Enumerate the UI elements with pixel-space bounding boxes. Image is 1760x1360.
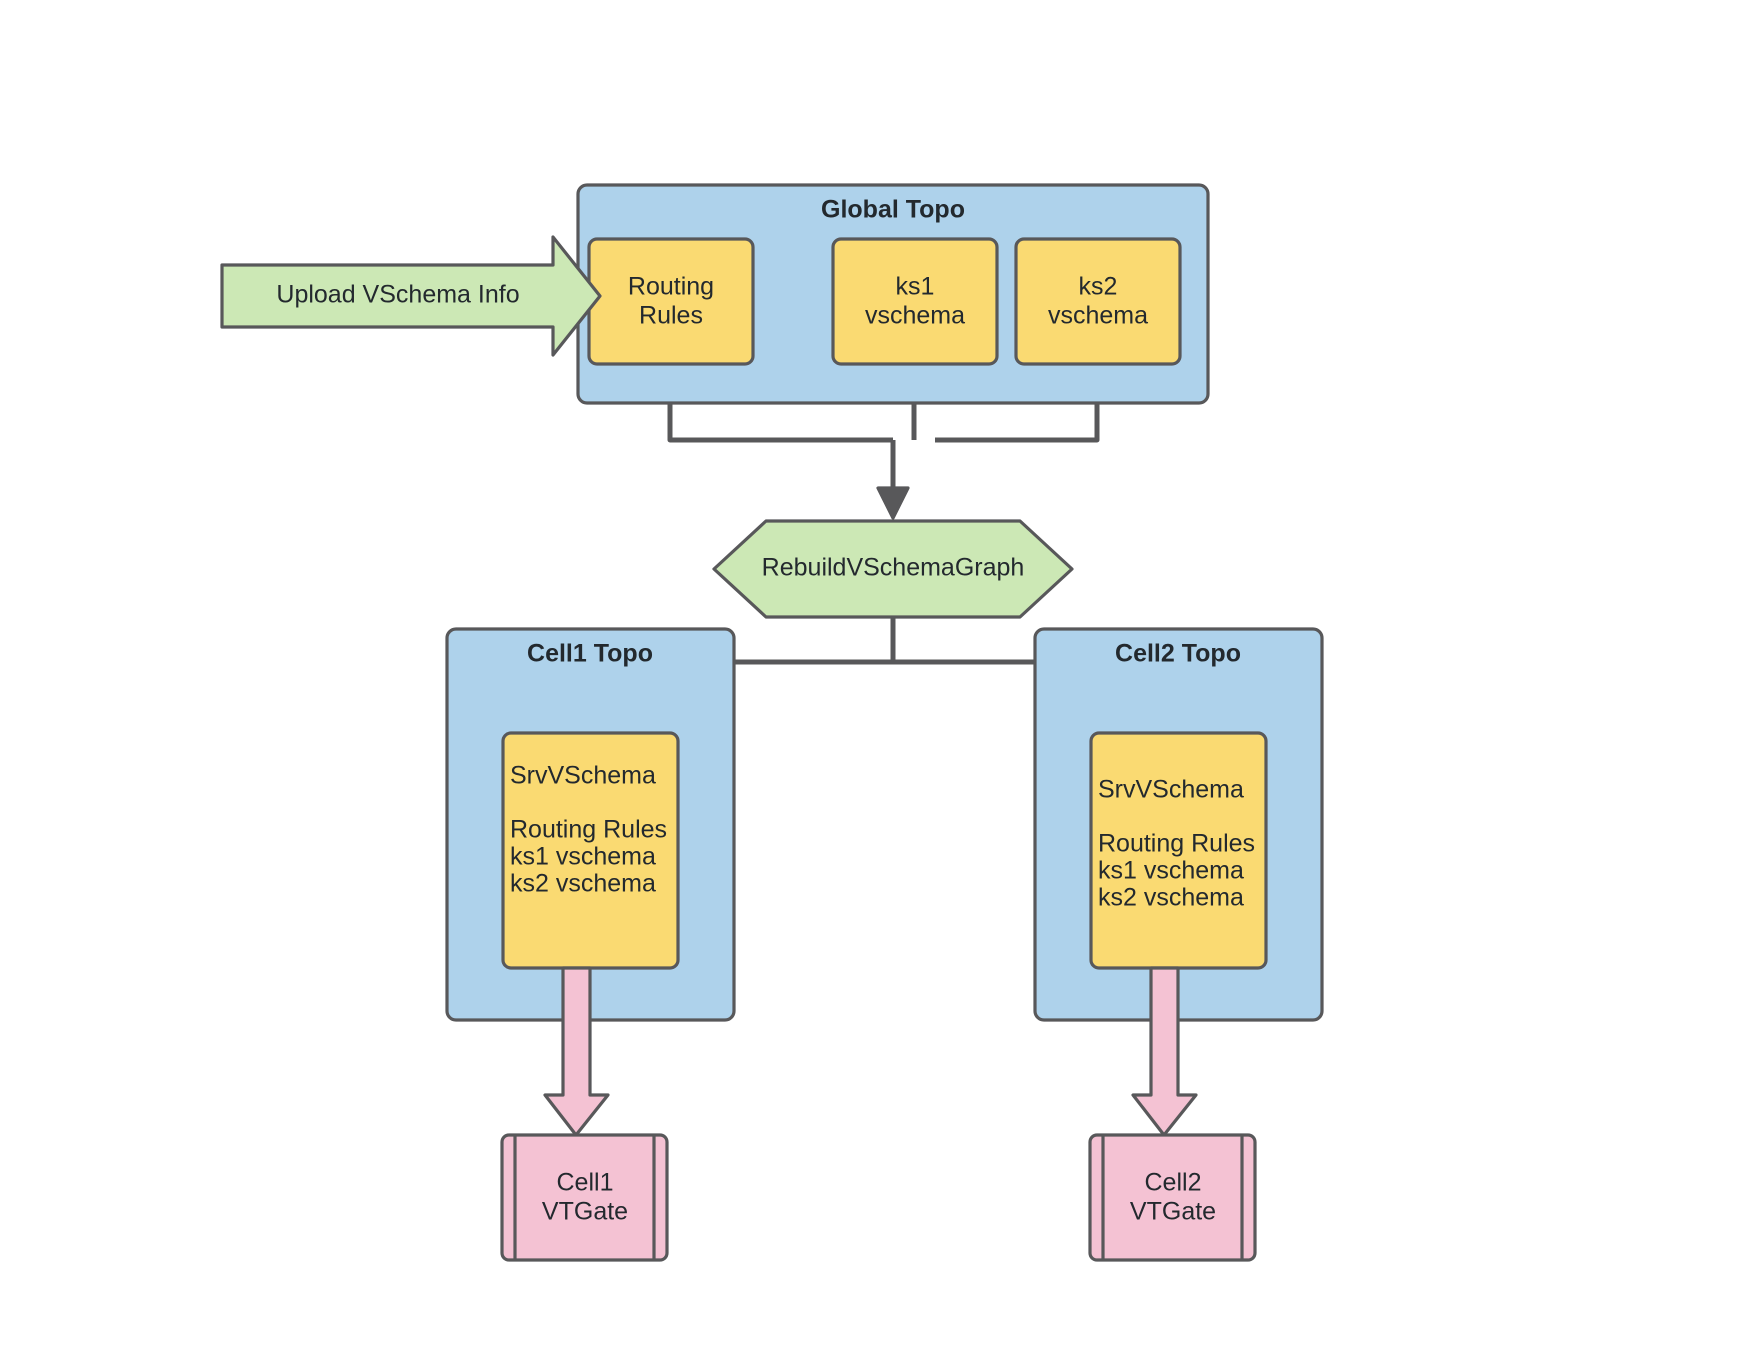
global-topo-title: Global Topo: [821, 196, 965, 224]
cell2-srvvschema-line-2: ks2 vschema: [1098, 884, 1244, 912]
ks2-vschema-line1: ks2: [1079, 273, 1118, 301]
ks2-vschema-rect[interactable]: [1014, 237, 1182, 366]
rebuild-vschema-graph-label: RebuildVSchemaGraph: [762, 554, 1025, 582]
cell1-vtgate-line2: VTGate: [542, 1198, 628, 1226]
cell1-srvvschema-heading: SrvVSchema: [510, 762, 656, 790]
cell2-vtgate-group[interactable]: Cell2 VTGate: [1088, 1133, 1257, 1262]
cell1-srvvschema-line-0: Routing Rules: [510, 816, 667, 844]
cell2-srvvschema-heading: SrvVSchema: [1098, 776, 1244, 804]
cell1-topo-group[interactable]: Cell1 Topo SrvVSchema Routing Rules ks1 …: [445, 627, 736, 1022]
cell2-topo-title: Cell2 Topo: [1115, 640, 1241, 668]
global-topo-group[interactable]: Global Topo Routing Rules ks1 vschema ks…: [576, 183, 1210, 405]
cell1-srvvschema-line-2: ks2 vschema: [510, 870, 656, 898]
cell1-topo-title: Cell1 Topo: [527, 640, 653, 668]
ks1-vschema-line1: ks1: [896, 273, 935, 301]
cell1-vtgate-group[interactable]: Cell1 VTGate: [500, 1133, 669, 1262]
routing-rules-line2: Rules: [639, 302, 703, 330]
cell2-vtgate-line1: Cell2: [1145, 1169, 1202, 1197]
routing-rules-line1: Routing: [628, 273, 714, 301]
cell2-vtgate-block-arrow: [1131, 966, 1198, 1137]
cell2-vtgate-line2: VTGate: [1130, 1198, 1216, 1226]
cell2-srvvschema-box[interactable]: SrvVSchema Routing Rules ks1 vschema ks2…: [1089, 731, 1268, 970]
cell1-vtgate-line1: Cell1: [557, 1169, 614, 1197]
rebuild-vschema-graph-hexagon[interactable]: [712, 519, 1074, 619]
global-box-ks1-vschema[interactable]: ks1 vschema: [831, 237, 999, 366]
ks2-vschema-line2: vschema: [1048, 302, 1148, 330]
upload-vschema-arrow-label: Upload VSchema Info: [276, 281, 519, 309]
cell1-srv-to-vtgate-arrow: [543, 966, 610, 1137]
ks1-vschema-line2: vschema: [865, 302, 965, 330]
cell1-vtgate-block-arrow: [543, 966, 610, 1137]
upload-vschema-arrow-shape[interactable]: [220, 235, 602, 357]
cell2-srvvschema-line-1: ks1 vschema: [1098, 857, 1244, 885]
cell1-srvvschema-box[interactable]: SrvVSchema Routing Rules ks1 vschema ks2…: [501, 731, 680, 970]
cell2-srvvschema-line-0: Routing Rules: [1098, 830, 1255, 858]
cell2-srv-to-vtgate-arrow: [1131, 966, 1198, 1137]
cell1-vtgate-rect[interactable]: [500, 1133, 669, 1262]
arrowhead-into-process: [876, 486, 910, 520]
ks1-vschema-rect[interactable]: [831, 237, 999, 366]
rebuild-vschema-graph-group[interactable]: RebuildVSchemaGraph: [712, 519, 1074, 619]
cell2-topo-group[interactable]: Cell2 Topo SrvVSchema Routing Rules ks1 …: [1033, 627, 1324, 1022]
upload-vschema-arrow-group[interactable]: Upload VSchema Info: [220, 235, 602, 357]
cell1-srvvschema-line-1: ks1 vschema: [510, 843, 656, 871]
global-box-routing-rules[interactable]: Routing Rules: [587, 237, 755, 366]
cell2-vtgate-rect[interactable]: [1088, 1133, 1257, 1262]
global-box-ks2-vschema[interactable]: ks2 vschema: [1014, 237, 1182, 366]
